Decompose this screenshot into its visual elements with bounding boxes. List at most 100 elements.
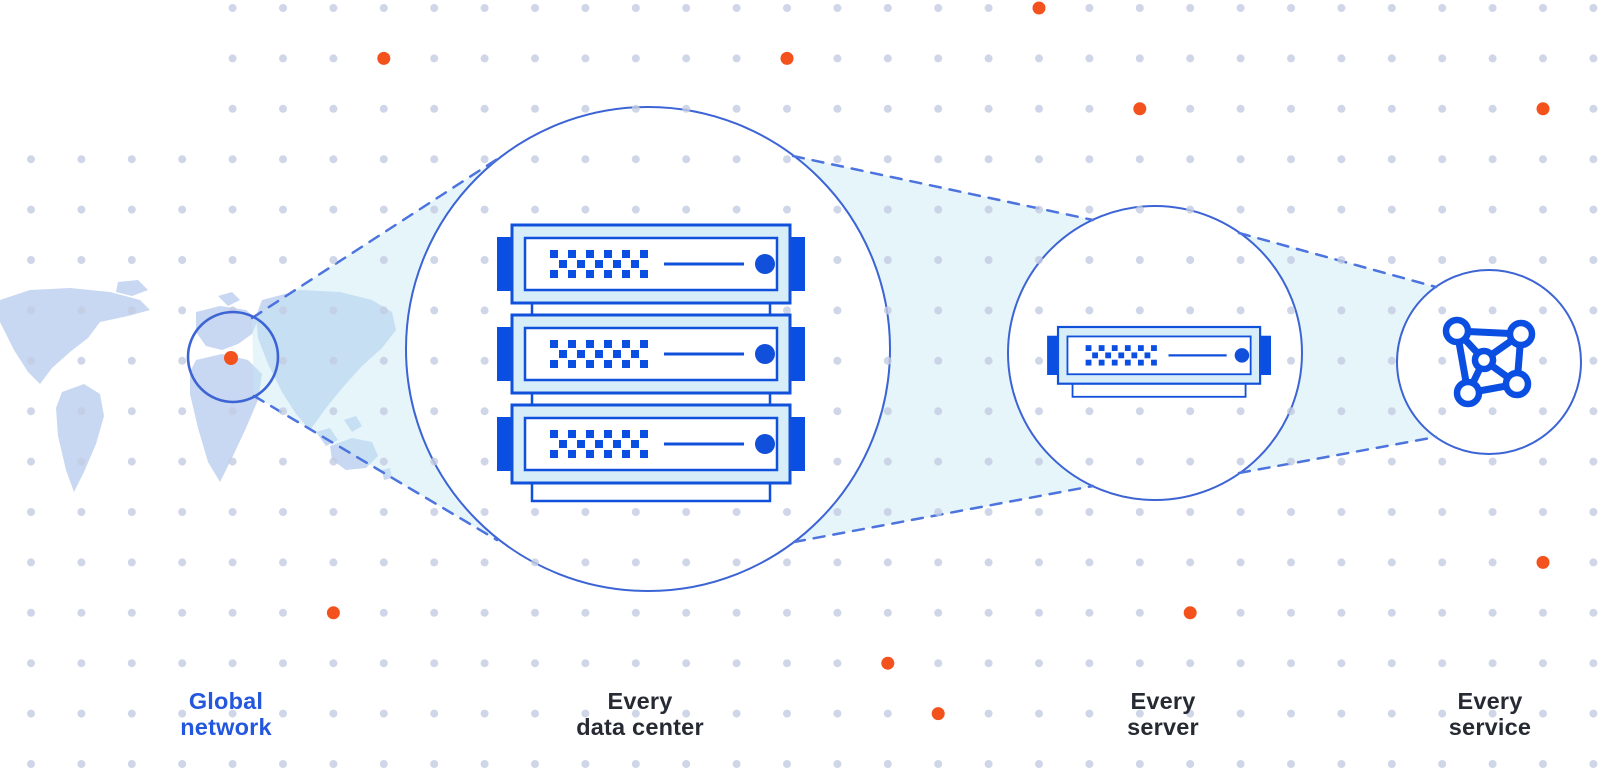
grid-dot bbox=[1589, 709, 1598, 718]
grid-dot bbox=[279, 659, 287, 668]
grid-dot bbox=[1488, 205, 1497, 214]
grid-dot bbox=[1387, 4, 1396, 12]
grid-dot bbox=[1337, 457, 1346, 466]
grid-dot bbox=[1589, 4, 1598, 12]
server-unit bbox=[495, 403, 807, 503]
grid-dot bbox=[178, 659, 187, 668]
grid-dot bbox=[480, 54, 489, 63]
grid-dot bbox=[631, 205, 640, 214]
grid-dot bbox=[228, 256, 237, 264]
grid-dot bbox=[430, 256, 439, 264]
grid-dot bbox=[581, 659, 590, 668]
grid-dot bbox=[127, 155, 136, 164]
grid-dot bbox=[1135, 4, 1144, 12]
orange-accent-dot bbox=[1133, 102, 1147, 116]
grid-dot bbox=[1135, 508, 1144, 516]
grid-dot bbox=[430, 659, 439, 668]
grid-dot bbox=[1337, 4, 1346, 12]
grid-dot bbox=[732, 205, 741, 214]
grid-dot bbox=[1337, 155, 1346, 164]
grid-dot bbox=[1337, 306, 1346, 315]
grid-dot bbox=[581, 608, 590, 617]
grid-dot bbox=[1085, 4, 1094, 12]
grid-dot bbox=[1387, 256, 1396, 264]
grid-dot bbox=[1135, 155, 1144, 164]
grid-dot bbox=[1085, 760, 1094, 768]
grid-dot bbox=[631, 508, 640, 516]
grid-dot bbox=[1085, 155, 1094, 164]
grid-dot bbox=[77, 558, 86, 567]
orange-accent-dot bbox=[1183, 606, 1197, 620]
grid-dot bbox=[1135, 457, 1144, 466]
grid-dot bbox=[1387, 407, 1396, 416]
label-line: Every bbox=[607, 688, 673, 714]
grid-dot bbox=[682, 760, 691, 768]
grid-dot bbox=[1186, 709, 1195, 718]
label-every-data-center: Every data center bbox=[520, 688, 760, 740]
grid-dot bbox=[1387, 760, 1396, 768]
grid-dot bbox=[1186, 205, 1195, 214]
grid-dot bbox=[178, 709, 187, 718]
grid-dot bbox=[279, 760, 287, 768]
grid-dot bbox=[934, 4, 943, 12]
grid-dot bbox=[279, 54, 287, 63]
grid-dot bbox=[833, 205, 842, 214]
grid-dot bbox=[1438, 760, 1447, 768]
grid-dot bbox=[1186, 256, 1195, 264]
grid-dot bbox=[329, 256, 338, 264]
grid-dot bbox=[430, 760, 439, 768]
grid-dot bbox=[783, 709, 791, 718]
grid-dot bbox=[631, 659, 640, 668]
grid-dot bbox=[883, 205, 892, 214]
grid-dot bbox=[732, 709, 741, 718]
grid-dot bbox=[1287, 608, 1295, 617]
grid-dot bbox=[430, 104, 439, 113]
grid-dot bbox=[1085, 104, 1094, 113]
grid-dot bbox=[480, 709, 489, 718]
grid-dot bbox=[127, 760, 136, 768]
grid-dot bbox=[1035, 709, 1043, 718]
grid-dot bbox=[228, 155, 237, 164]
grid-dot bbox=[480, 407, 489, 416]
grid-dot bbox=[934, 457, 943, 466]
grid-dot bbox=[1236, 760, 1245, 768]
grid-dot bbox=[581, 104, 590, 113]
grid-dot bbox=[1035, 457, 1043, 466]
grid-dot bbox=[682, 54, 691, 63]
orange-accent-dot bbox=[377, 51, 391, 65]
dot-grid bbox=[27, 1, 1598, 768]
grid-dot bbox=[833, 659, 842, 668]
grid-dot bbox=[1337, 608, 1346, 617]
grid-dot bbox=[127, 306, 136, 315]
grid-dot bbox=[783, 558, 791, 567]
grid-dot bbox=[883, 155, 892, 164]
grid-dot bbox=[531, 709, 539, 718]
grid-dot bbox=[1085, 659, 1094, 668]
grid-dot bbox=[1387, 205, 1396, 214]
grid-dot bbox=[883, 608, 892, 617]
grid-dot bbox=[1589, 508, 1598, 516]
grid-dot bbox=[379, 659, 388, 668]
grid-dot bbox=[1488, 558, 1497, 567]
grid-dot bbox=[1488, 659, 1497, 668]
grid-dot bbox=[1589, 155, 1598, 164]
grid-dot bbox=[27, 306, 35, 315]
grid-dot bbox=[1236, 558, 1245, 567]
grid-dot bbox=[581, 54, 590, 63]
grid-dot bbox=[27, 457, 35, 466]
orange-accent-dot bbox=[1032, 1, 1046, 15]
grid-dot bbox=[1085, 608, 1094, 617]
grid-dot bbox=[228, 54, 237, 63]
grid-dot bbox=[682, 4, 691, 12]
label-global-network: Global network bbox=[106, 688, 346, 740]
grid-dot bbox=[1438, 205, 1447, 214]
grid-dot bbox=[1488, 306, 1497, 315]
grid-dot bbox=[934, 659, 943, 668]
grid-dot bbox=[1085, 407, 1094, 416]
grid-dot bbox=[1337, 760, 1346, 768]
grid-dot bbox=[1287, 256, 1295, 264]
grid-dot bbox=[127, 608, 136, 617]
grid-dot bbox=[27, 709, 35, 718]
grid-dot bbox=[1589, 306, 1598, 315]
grid-dot bbox=[1438, 256, 1447, 264]
